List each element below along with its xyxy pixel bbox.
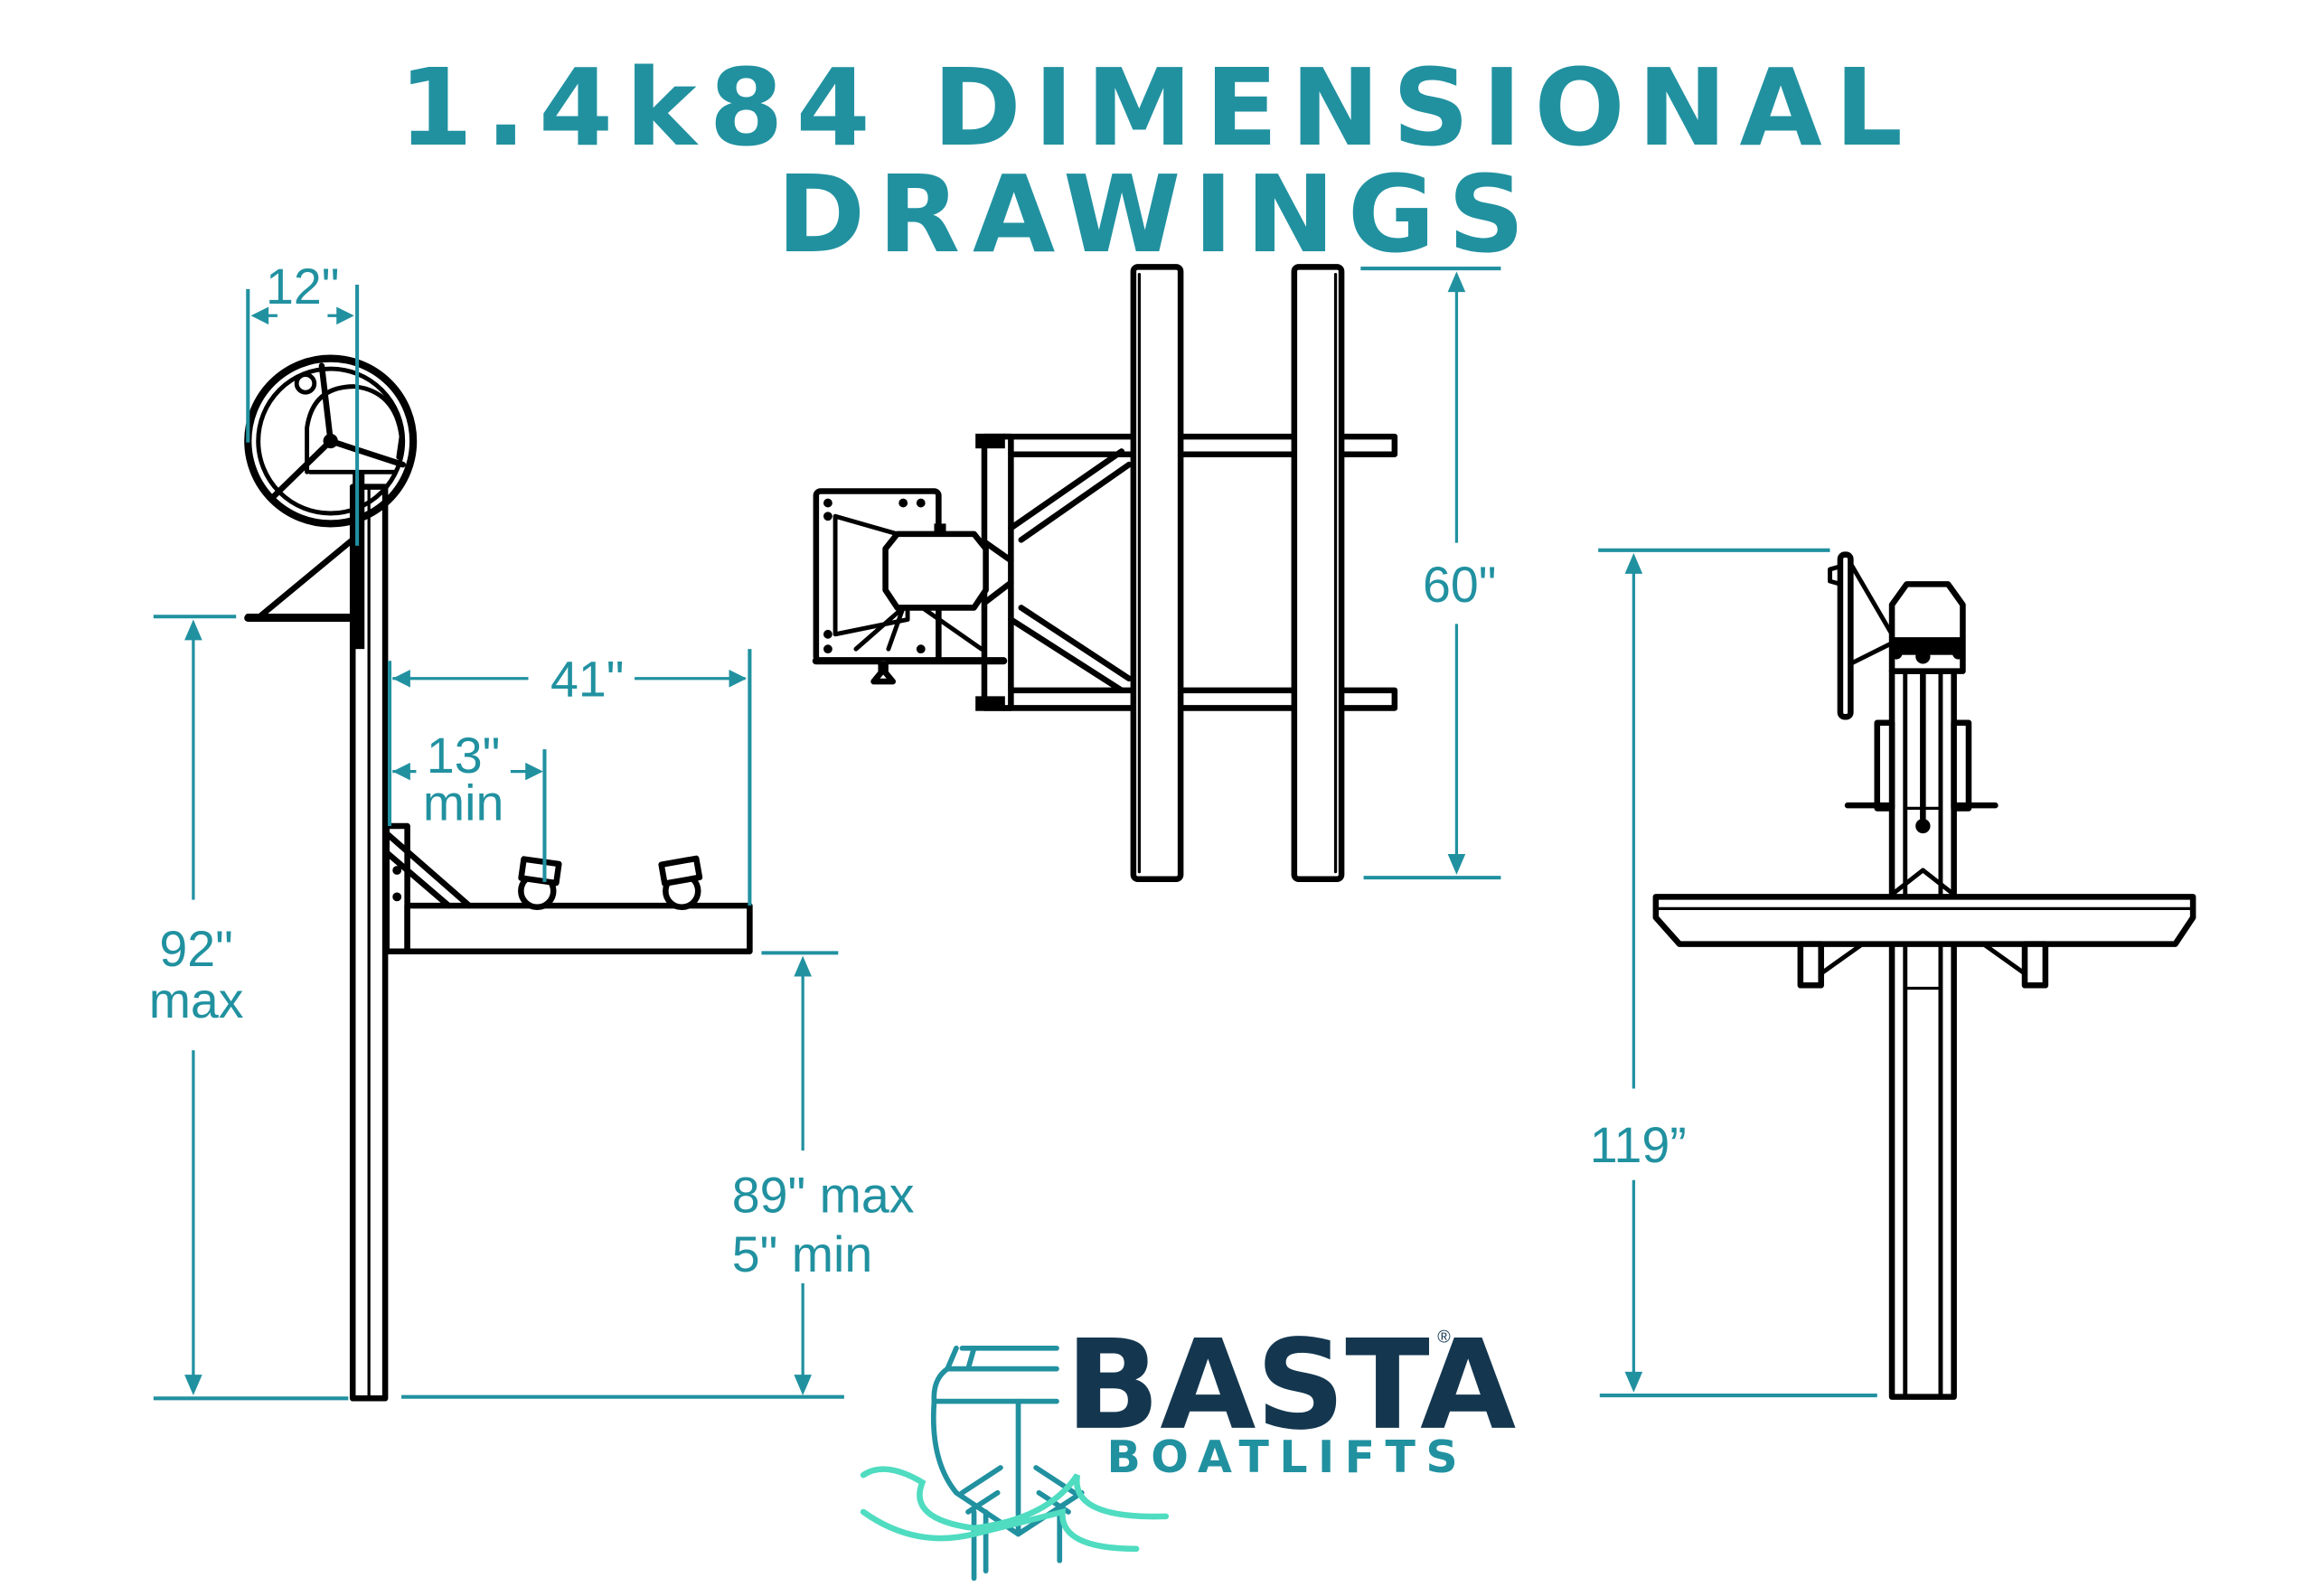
- logo-brand: BASTA: [1066, 1314, 1516, 1458]
- logo-tagline: BOATLIFTS: [1106, 1432, 1468, 1483]
- bunk-pad-icon: [518, 856, 562, 911]
- dim-bunk-length: 41": [550, 651, 624, 707]
- dim-clearance-min: 5" min: [732, 1226, 872, 1282]
- basta-boatlifts-logo: BASTA ® BOATLIFTS: [860, 1314, 1516, 1582]
- front-view-bunk: [1652, 894, 2196, 947]
- dim-bunk-offset-qualifier: min: [423, 775, 503, 831]
- top-view-bunk-left: [1130, 264, 1184, 883]
- boat-icon: [930, 1345, 1085, 1582]
- dim-bunk-offset: 13": [427, 728, 500, 784]
- page-title: 1.4k84 DIMENSIONAL DRAWINGS: [399, 45, 1915, 277]
- dim-lift-height-qualifier: max: [149, 972, 244, 1028]
- bunk-pad-icon: [658, 855, 703, 911]
- motor-icon: [882, 530, 989, 611]
- dim-wheel-width: 12": [266, 258, 339, 315]
- steering-wheel-icon: [244, 354, 418, 528]
- dim-bunk-span: 60": [1423, 557, 1496, 613]
- top-view-bunk-right: [1291, 264, 1345, 883]
- registered-mark: ®: [1437, 1327, 1451, 1347]
- top-view: 60": [812, 264, 1501, 883]
- wave-icon: [860, 1466, 1170, 1553]
- dim-lift-height: 92": [159, 921, 232, 977]
- dim-overall-height: 119”: [1590, 1117, 1687, 1173]
- steering-wheel-edge-icon: [1837, 551, 1854, 720]
- side-view-bunk: [404, 902, 753, 955]
- dim-clearance-max: 89" max: [732, 1168, 915, 1224]
- side-view: 12" 41" 13" min 92" max 89" max 5: [149, 258, 915, 1402]
- front-view: 119”: [1590, 548, 2196, 1400]
